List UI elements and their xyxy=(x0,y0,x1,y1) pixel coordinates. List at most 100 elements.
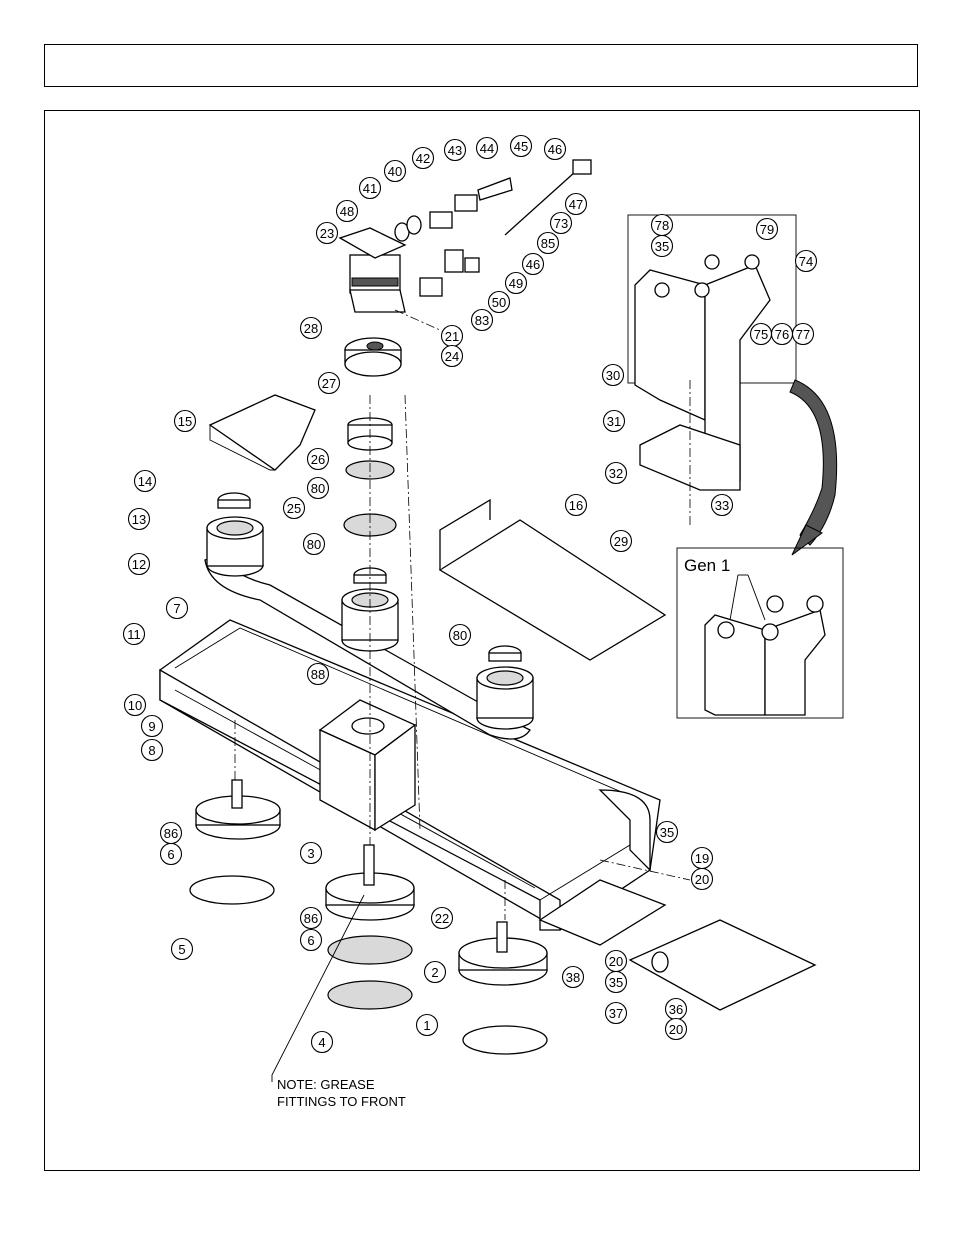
disc-assembly-center xyxy=(325,844,415,1010)
callout-label: 41 xyxy=(363,181,377,196)
callout-label: 38 xyxy=(566,970,580,985)
callout-circle xyxy=(299,316,323,340)
callout-label: 2 xyxy=(431,965,438,980)
callout-c29: 29 xyxy=(609,529,633,553)
center-housing xyxy=(318,699,417,832)
callout-circle xyxy=(170,937,194,961)
callout-circle xyxy=(549,211,573,235)
callout-label: 6 xyxy=(307,933,314,948)
callout-circle xyxy=(299,928,323,952)
callout-c11: 11 xyxy=(122,622,146,646)
callout-c75: 75 xyxy=(749,322,773,346)
callout-circle xyxy=(140,738,164,762)
callout-label: 36 xyxy=(669,1002,683,1017)
callout-circle xyxy=(122,622,146,646)
callout-label: 80 xyxy=(311,481,325,496)
callout-c32: 32 xyxy=(604,461,628,485)
callout-c24: 24 xyxy=(440,344,464,368)
callout-label: 28 xyxy=(304,321,318,336)
callout-circle xyxy=(564,192,588,216)
sprocket xyxy=(344,337,402,377)
callout-label: 80 xyxy=(453,628,467,643)
callout-label: 33 xyxy=(715,498,729,513)
callout-c23: 23 xyxy=(315,221,339,245)
callout-label: 42 xyxy=(416,151,430,166)
callout-c8: 8 xyxy=(140,738,164,762)
callout-circle xyxy=(133,469,157,493)
cover-plate-right xyxy=(438,498,667,661)
callout-circle xyxy=(358,176,382,200)
callout-c86b: 86 xyxy=(299,906,323,930)
callout-c36: 36 xyxy=(664,997,688,1021)
callout-c74: 74 xyxy=(794,249,818,273)
callout-label: 22 xyxy=(435,911,449,926)
callout-label: 8 xyxy=(148,743,155,758)
note-line-1: NOTE: GREASE xyxy=(277,1077,375,1092)
callout-label: 20 xyxy=(609,954,623,969)
callout-c80a: 80 xyxy=(306,476,330,500)
callout-label: 27 xyxy=(322,376,336,391)
callout-c5: 5 xyxy=(170,937,194,961)
reference-arrow xyxy=(789,379,838,546)
fittings xyxy=(394,159,592,297)
callout-label: 37 xyxy=(609,1006,623,1021)
callout-circle xyxy=(306,476,330,500)
disc-assembly-left xyxy=(189,779,281,905)
callout-label: 29 xyxy=(614,534,628,549)
callout-c26: 26 xyxy=(306,447,330,471)
callout-circle xyxy=(561,965,585,989)
callout-circle xyxy=(604,1001,628,1025)
callout-label: 6 xyxy=(167,847,174,862)
callout-label: 73 xyxy=(554,216,568,231)
callout-c20a: 20 xyxy=(690,867,714,891)
callout-label: 77 xyxy=(796,327,810,342)
callout-circle xyxy=(302,532,326,556)
callout-label: 20 xyxy=(669,1022,683,1037)
callout-c40: 40 xyxy=(383,159,407,183)
diagram-frame xyxy=(44,110,920,1171)
callout-label: 48 xyxy=(340,204,354,219)
callout-label: 24 xyxy=(445,349,459,364)
callout-c73: 73 xyxy=(549,211,573,235)
callout-c80c: 80 xyxy=(448,623,472,647)
callout-c48: 48 xyxy=(335,199,359,223)
callout-label: 49 xyxy=(509,276,523,291)
callout-circle xyxy=(299,841,323,865)
callout-circle xyxy=(602,409,626,433)
callout-c86a: 86 xyxy=(159,821,183,845)
callout-circle xyxy=(564,493,588,517)
callout-c76: 76 xyxy=(770,322,794,346)
callout-circle xyxy=(411,146,435,170)
callout-circle xyxy=(470,308,494,332)
callout-c9: 9 xyxy=(140,714,164,738)
callout-label: 4 xyxy=(318,1035,325,1050)
callout-label: 32 xyxy=(609,466,623,481)
callout-c41: 41 xyxy=(358,176,382,200)
callout-circle xyxy=(794,249,818,273)
callout-circle xyxy=(609,529,633,553)
callout-circle xyxy=(710,493,734,517)
callout-circle xyxy=(509,134,533,158)
callout-circle xyxy=(282,496,306,520)
callout-c78: 78 xyxy=(650,213,674,237)
callout-label: 13 xyxy=(132,512,146,527)
callout-circle xyxy=(755,217,779,241)
callout-c35c: 35 xyxy=(650,234,674,258)
callout-label: 74 xyxy=(799,254,813,269)
callout-label: 88 xyxy=(311,667,325,682)
callout-label: 35 xyxy=(609,975,623,990)
callout-circle xyxy=(383,159,407,183)
callout-circle xyxy=(306,447,330,471)
callout-circle xyxy=(423,960,447,984)
callout-circle xyxy=(335,199,359,223)
callout-c33: 33 xyxy=(710,493,734,517)
callout-c42: 42 xyxy=(411,146,435,170)
callout-circle xyxy=(140,714,164,738)
callout-c20c: 20 xyxy=(664,1017,688,1041)
callout-circle xyxy=(123,693,147,717)
callout-circle xyxy=(443,138,467,162)
callout-label: 21 xyxy=(445,329,459,344)
callout-c6b: 6 xyxy=(299,928,323,952)
callout-label: 86 xyxy=(304,911,318,926)
callout-circle xyxy=(475,136,499,160)
